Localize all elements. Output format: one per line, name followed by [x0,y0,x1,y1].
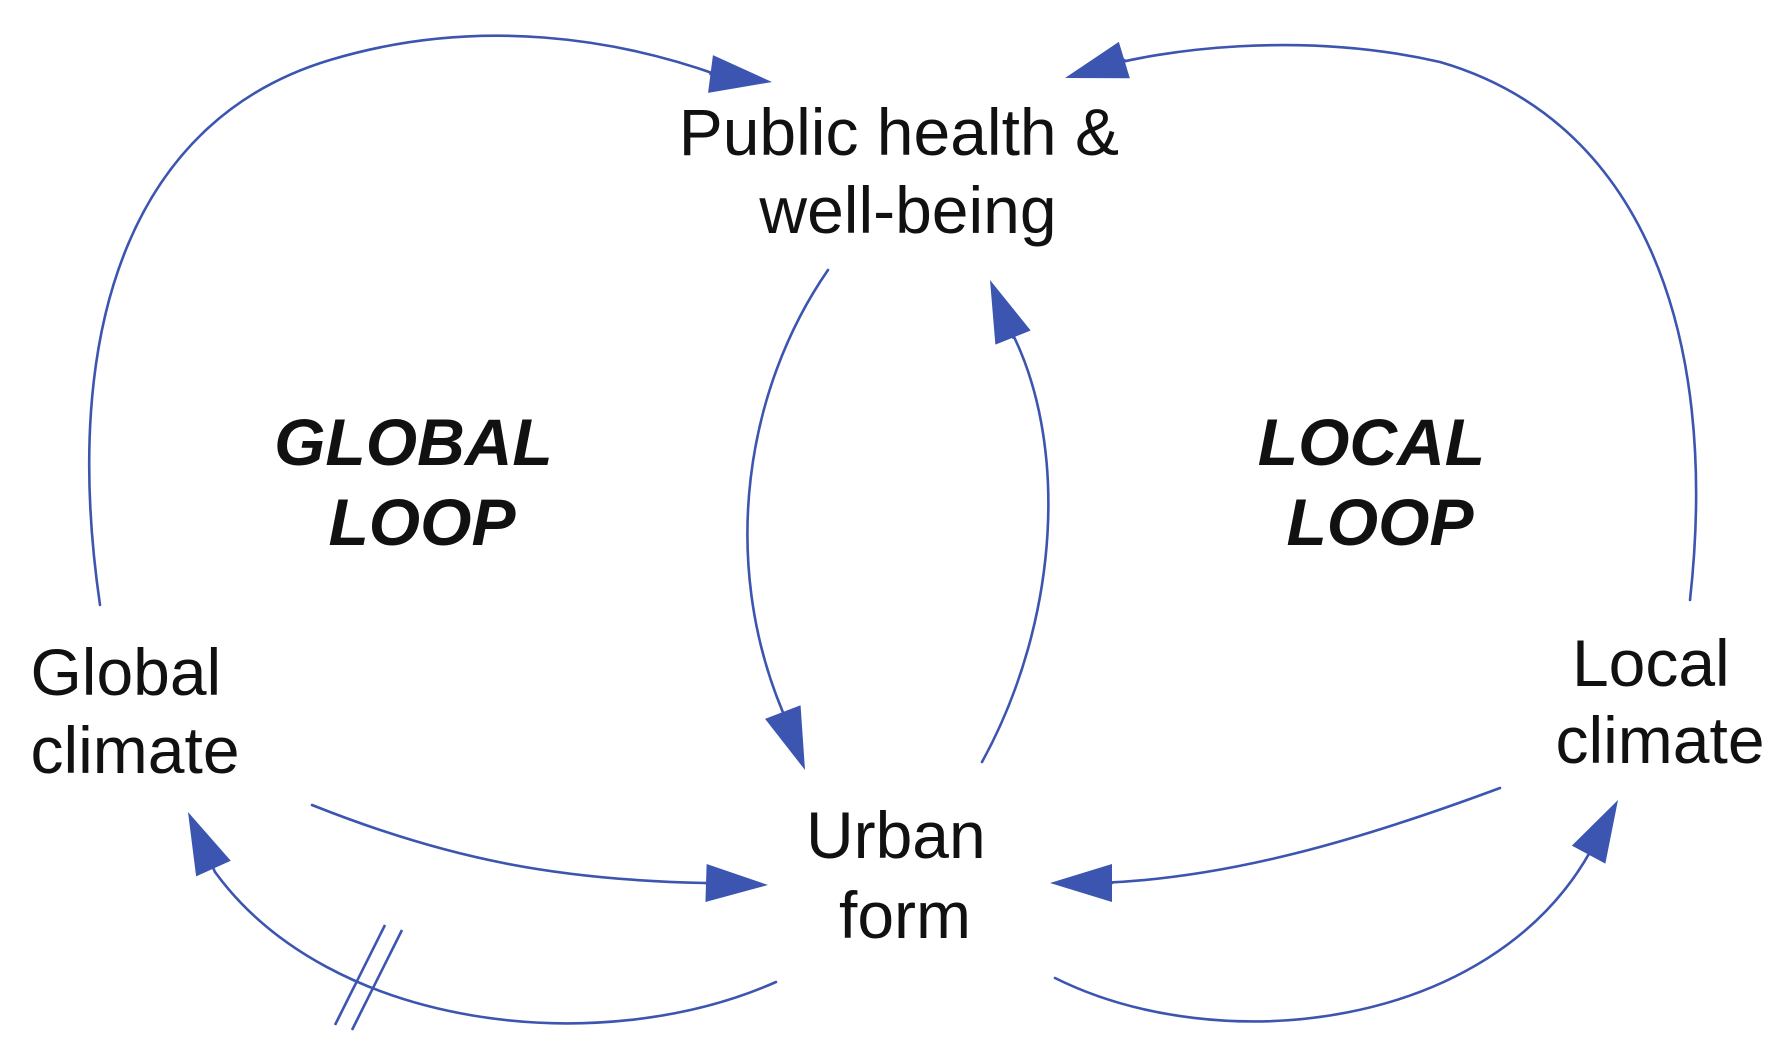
link-public-health-to-urban-form-arrowhead [765,705,805,770]
node-global-climate-line2: climate [30,713,239,787]
node-local-climate: Local climate [1555,626,1764,777]
node-public-health: Public health & well-being [679,95,1138,247]
link-public-health-to-urban-form [746,268,830,712]
global-loop-line2: LOOP [328,485,516,559]
link-global-climate-to-public-health-arrowhead [708,55,772,93]
link-urban-form-to-global-climate [213,870,778,1025]
link-urban-form-to-local-climate [1053,850,1592,1023]
local-loop-label: LOCAL LOOP [1258,405,1502,559]
node-global-climate-line1: Global [30,635,221,709]
link-public-health-to-urban-form-stub [780,708,785,714]
link-local-climate-to-urban-form-arrowhead [1050,864,1112,902]
global-loop-label: GLOBAL LOOP [274,405,570,559]
link-global-climate-to-urban-form-arrowhead [705,864,768,903]
node-urban-form-line1: Urban [806,798,986,872]
link-urban-form-to-public-health-arrowhead [990,280,1031,345]
link-local-climate-to-public-health-arrowhead [1065,41,1130,79]
link-urban-form-to-global-climate-stub [212,867,217,874]
node-public-health-line1: Public health & [679,95,1119,169]
link-urban-form-to-global-climate-arrowhead [188,812,231,877]
link-local-climate-to-public-health-stub [1096,58,1126,70]
delay-mark-2 [350,929,404,1031]
local-loop-line1: LOCAL [1258,405,1484,479]
global-loop-line1: GLOBAL [274,405,551,479]
link-global-climate-to-urban-form [310,803,707,885]
link-urban-form-to-local-climate-arrowhead [1571,800,1618,864]
link-urban-form-to-public-health [980,323,1050,764]
link-global-climate-to-public-health [87,34,720,607]
link-global-climate-to-public-health-stub [709,72,720,77]
node-urban-form: Urban form [806,798,1004,952]
link-urban-form-to-public-health-stub [1006,323,1015,339]
local-loop-line2: LOOP [1286,485,1474,559]
links [87,34,1698,1031]
node-public-health-line2: well-being [758,173,1056,247]
node-urban-form-line2: form [839,878,971,952]
node-local-climate-line1: Local [1572,626,1730,700]
link-local-climate-to-urban-form [1098,786,1502,885]
delay-mark-1 [333,924,387,1026]
link-local-climate-to-public-health [1096,43,1698,602]
node-local-climate-line2: climate [1555,703,1764,777]
link-urban-form-to-local-climate-stub [1587,850,1592,856]
node-global-climate: Global climate [30,635,239,787]
